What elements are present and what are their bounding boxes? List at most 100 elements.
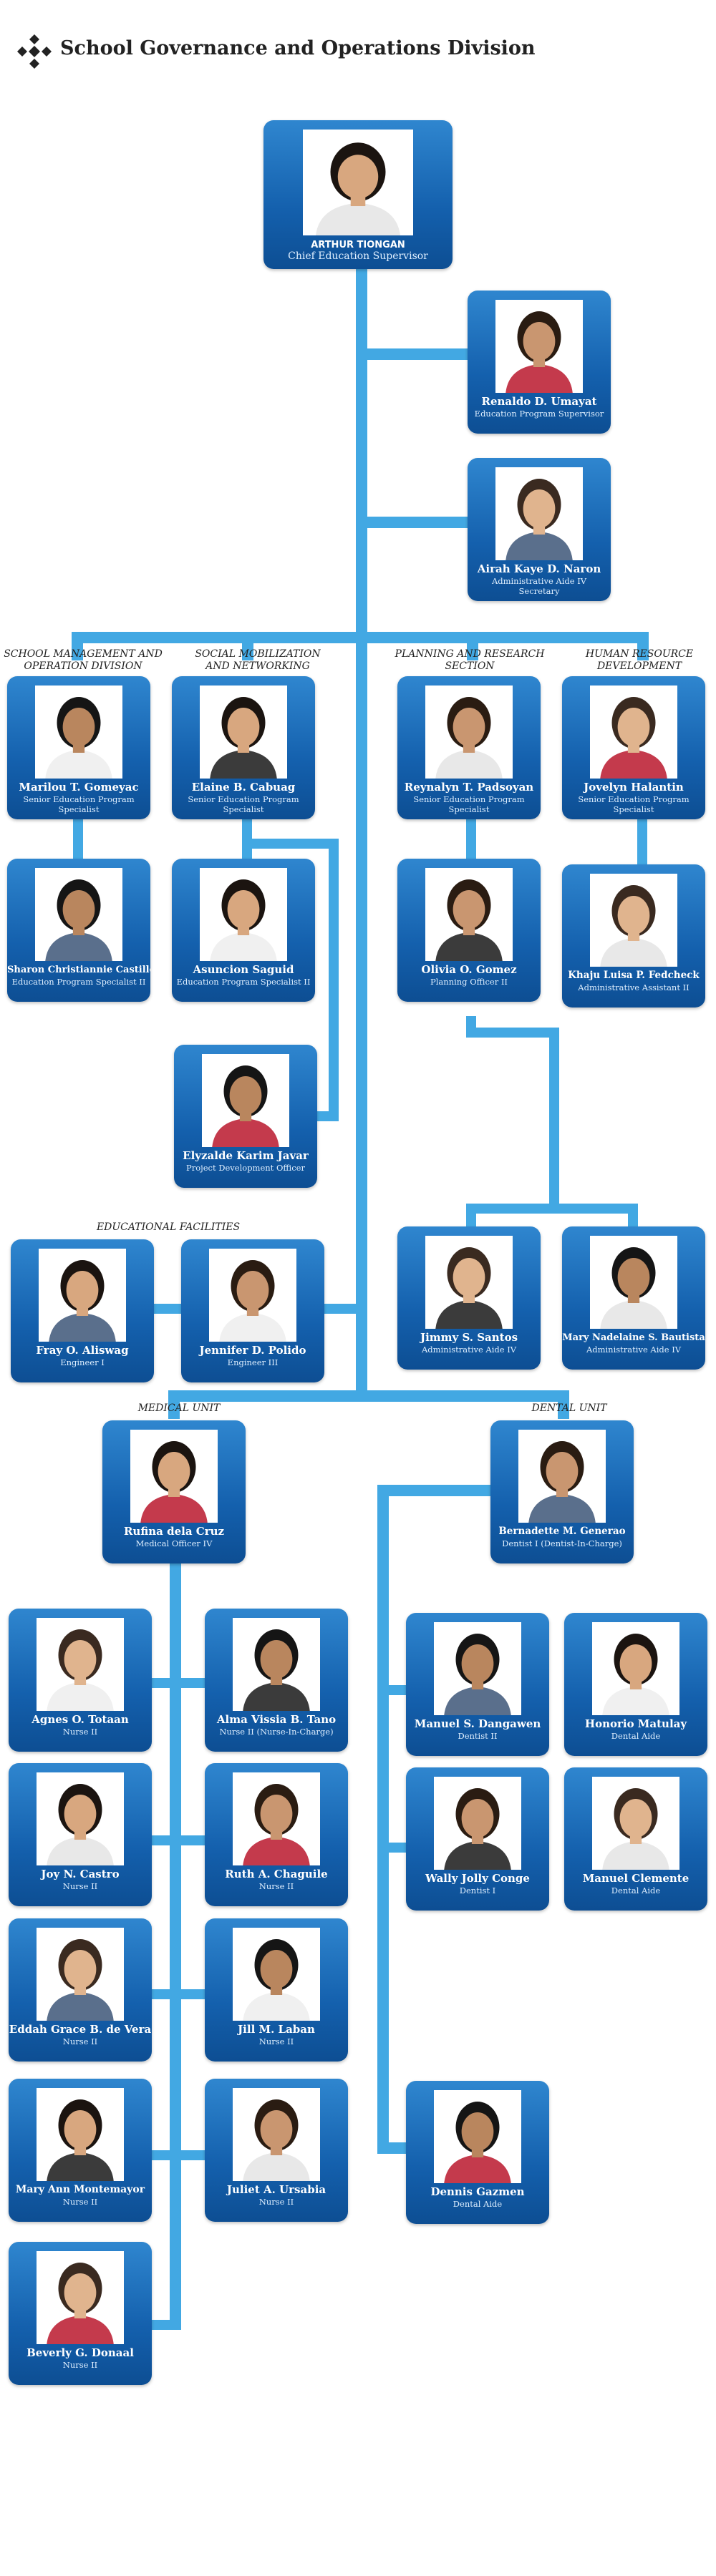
- portrait-photo: [37, 1618, 124, 1711]
- person-silhouette: [37, 2251, 124, 2344]
- person-role: Nurse II: [62, 2360, 98, 2370]
- portrait-photo: [35, 868, 122, 961]
- person-role: Senior Education Program Specialist: [188, 794, 299, 814]
- person-name: Joy N. Castro: [41, 1868, 120, 1880]
- person-name: Rufina dela Cruz: [123, 1525, 225, 1538]
- person-role: Nurse II: [62, 1881, 98, 1891]
- person-silhouette: [209, 1249, 296, 1342]
- person-role: Nurse II (Nurse-In-Charge): [219, 1727, 334, 1737]
- person-silhouette: [200, 868, 287, 961]
- person-name: Jennifer D. Polido: [199, 1344, 306, 1357]
- section-label-hrd: HUMAN RESOURCE DEVELOPMENT: [585, 648, 694, 672]
- person-name: Juliet A. Ursabia: [226, 2183, 326, 2196]
- portrait-photo: [37, 2088, 124, 2181]
- person-role: Engineer III: [227, 1357, 279, 1367]
- portrait-photo: [233, 1618, 320, 1711]
- portrait-photo: [592, 1622, 679, 1715]
- person-name: Honorio Matulay: [584, 1717, 687, 1730]
- section-label-smod: SCHOOL MANAGEMENT AND OPERATION DIVISION: [4, 648, 163, 672]
- person-role: Dentist II: [458, 1731, 498, 1741]
- portrait-photo: [200, 686, 287, 779]
- portrait-photo: [425, 1236, 513, 1329]
- portrait-photo: [209, 1249, 296, 1342]
- person-role: Education Program Specialist II: [11, 977, 146, 987]
- portrait-photo: [37, 2251, 124, 2344]
- person-role: Medical Officer IV: [135, 1538, 213, 1548]
- person-role: Senior Education Program Specialist: [23, 794, 135, 814]
- portrait-photo: [434, 1622, 521, 1715]
- person-name: Ruth A. Chaguile: [225, 1868, 328, 1880]
- section-label-prs: PLANNING AND RESEARCH SECTION: [395, 648, 545, 672]
- person-role: Dentist I: [459, 1885, 496, 1896]
- person-name: Eddah Grace B. de Vera: [9, 2023, 152, 2036]
- person-silhouette: [37, 1928, 124, 2021]
- person-name: Reynalyn T. Padsoyan: [404, 781, 534, 794]
- person-role: Education Program Specialist II: [176, 977, 311, 987]
- person-role: Chief Education Supervisor: [288, 250, 428, 262]
- portrait-photo: [35, 686, 122, 779]
- person-name: Marilou T. Gomeyac: [19, 781, 139, 794]
- person-name: Dennis Gazmen: [430, 2185, 525, 2198]
- person-name: Khaju Luisa P. Fedcheck: [568, 970, 700, 981]
- portrait-photo: [590, 686, 677, 779]
- portrait-photo: [592, 1777, 679, 1870]
- portrait-photo: [233, 1772, 320, 1865]
- person-silhouette: [39, 1249, 126, 1342]
- person-silhouette: [590, 874, 677, 967]
- portrait-photo: [202, 1054, 289, 1147]
- person-silhouette: [495, 300, 583, 393]
- person-name: ARTHUR TIONGAN: [311, 240, 405, 250]
- portrait-photo: [37, 1772, 124, 1865]
- person-role: Education Program Supervisor: [474, 409, 604, 419]
- person-silhouette: [130, 1430, 218, 1523]
- person-role: Nurse II: [258, 2036, 294, 2046]
- person-name: Agnes O. Totaan: [32, 1713, 129, 1726]
- person-name: Alma Vissia B. Tano: [216, 1713, 337, 1726]
- person-card-arthur-tiongan[interactable]: ARTHUR TIONGAN Chief Education Superviso…: [263, 120, 453, 269]
- person-name: Elaine B. Cabuag: [191, 781, 296, 794]
- person-role: Project Development Officer: [186, 1163, 305, 1173]
- person-role: Nurse II: [258, 2197, 294, 2207]
- person-name: Bernadette M. Generao: [498, 1526, 626, 1537]
- portrait-photo: [303, 130, 413, 235]
- person-role: Nurse II: [62, 2197, 98, 2207]
- person-silhouette: [590, 1236, 677, 1329]
- person-silhouette: [233, 1928, 320, 2021]
- portrait-photo: [425, 868, 513, 961]
- portrait-photo: [233, 2088, 320, 2181]
- portrait-photo: [37, 1928, 124, 2021]
- portrait-photo: [233, 1928, 320, 2021]
